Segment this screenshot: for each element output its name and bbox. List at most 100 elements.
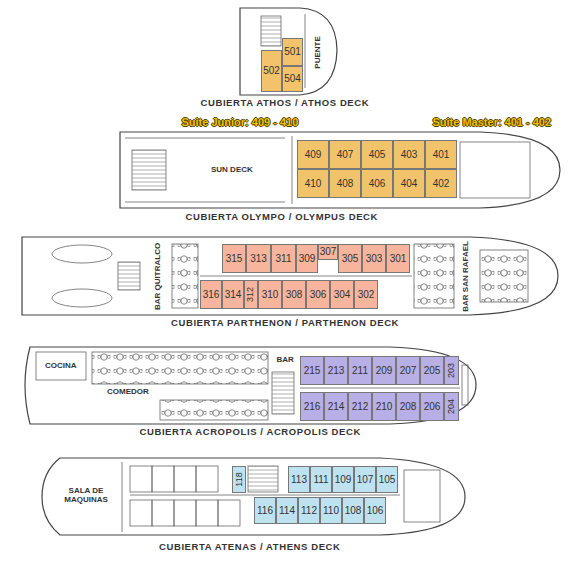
cabin-box: 112 <box>298 497 320 524</box>
cabin-number: 504 <box>284 74 301 84</box>
cabin-number: 401 <box>433 150 450 160</box>
deck-name: CUBIERTA ATENAS / ATHENS DECK <box>159 542 341 552</box>
cabin-box: 211 <box>348 356 372 385</box>
area-label: BAR QUITRALCO <box>154 241 163 310</box>
cabin-box: 206 <box>420 392 444 421</box>
cabin-box: 407 <box>329 140 361 169</box>
cabin-number: 107 <box>357 475 374 485</box>
cabin-box: 213 <box>324 356 348 385</box>
parthenon-stair <box>118 262 140 290</box>
deck-name: CUBIERTA OLYMPO / OLYMPUS DECK <box>186 212 379 222</box>
cabin-number: 114 <box>279 506 295 516</box>
cabin-box: 308 <box>282 280 306 309</box>
olympus-stair <box>132 150 166 190</box>
cabin-number: 502 <box>263 66 280 76</box>
cabin-number: 110 <box>323 506 339 516</box>
cabin-box: 209 <box>372 356 396 385</box>
cabin-number: 306 <box>310 290 327 300</box>
athos-hull <box>240 8 337 95</box>
crew-cabins <box>130 466 240 526</box>
acropolis-stair <box>272 372 294 414</box>
bridge-label: PUENTE <box>314 35 323 69</box>
cabin-box: 107 <box>354 466 376 493</box>
cabin-number: 212 <box>352 402 369 412</box>
cabin-box: 501 <box>282 38 303 66</box>
cabin-number: 105 <box>379 475 396 485</box>
cabin-box: 205 <box>420 356 444 385</box>
cabin-number: 315 <box>226 254 243 264</box>
cabin-box: 402 <box>425 169 457 198</box>
cabin-number: 210 <box>376 402 393 412</box>
cabin-box: 307 <box>318 244 338 260</box>
dining-tables <box>160 400 268 420</box>
cabin-number: 314 <box>225 290 242 300</box>
deck-name: CUBIERTA ATHOS / ATHOS DECK <box>201 98 370 108</box>
parthenon-hull <box>22 237 558 315</box>
cabin-box: 316 <box>200 280 222 309</box>
lounge-tables <box>414 244 454 308</box>
cabin-number: 113 <box>291 475 307 485</box>
cabin-box: 208 <box>396 392 420 421</box>
cabin-box: 207 <box>396 356 420 385</box>
cabin-box: 203 <box>444 356 459 385</box>
cabin-number: 404 <box>401 179 418 189</box>
cabin-number: 313 <box>250 254 267 264</box>
cabin-number: 118 <box>235 472 244 486</box>
lounge-tables <box>480 250 528 302</box>
olympus-hull <box>120 132 560 208</box>
area-label: BAR <box>276 356 295 365</box>
cabin-box: 405 <box>361 140 393 169</box>
cabin-box: 311 <box>271 244 296 273</box>
cabin-box: 312 <box>244 280 258 309</box>
deck-name: CUBIERTA ACROPOLIS / ACROPOLIS DECK <box>140 427 361 437</box>
suite-note: Suite Junior: 409 - 410 <box>182 116 299 128</box>
cabin-box: 106 <box>364 497 386 524</box>
cabin-number: 501 <box>284 47 301 57</box>
cabin-number: 310 <box>262 290 279 300</box>
cabin-number: 302 <box>358 290 375 300</box>
cabin-box: 306 <box>306 280 330 309</box>
parthenon-corridor <box>200 276 412 277</box>
cabin-box: 404 <box>393 169 425 198</box>
olympus-bow-room <box>460 142 530 198</box>
cabin-box: 113 <box>288 466 310 493</box>
cabin-box: 118 <box>232 466 246 493</box>
cabin-box: 110 <box>320 497 342 524</box>
cabin-box: 212 <box>348 392 372 421</box>
cabin-box: 406 <box>361 169 393 198</box>
cabin-number: 403 <box>401 150 418 160</box>
cabin-number: 112 <box>301 506 317 516</box>
area-label: COCINA <box>44 362 78 371</box>
cabin-number: 311 <box>276 254 292 264</box>
cabin-box: 305 <box>338 244 362 273</box>
area-label: SALA DE MAQUINAS <box>60 487 112 505</box>
cabin-box: 504 <box>282 66 303 92</box>
engine-room-wall <box>122 462 123 532</box>
cabin-number: 216 <box>304 402 321 412</box>
cabin-box: 215 <box>300 356 324 385</box>
cabin-number: 305 <box>342 254 359 264</box>
cabin-number: 406 <box>369 179 386 189</box>
lifeboat <box>52 289 112 307</box>
cabin-number: 106 <box>367 506 384 516</box>
cabin-box: 302 <box>354 280 378 309</box>
cabin-box: 108 <box>342 497 364 524</box>
cabin-box: 313 <box>246 244 271 273</box>
cabin-number: 108 <box>345 506 362 516</box>
cabin-box: 309 <box>296 244 318 273</box>
cabin-number: 215 <box>304 366 321 376</box>
area-label: COMEDOR <box>106 388 150 397</box>
athos-bridge <box>305 14 306 88</box>
lifeboat <box>52 245 112 263</box>
cabin-box: 111 <box>310 466 332 493</box>
cabin-number: 301 <box>390 254 407 264</box>
cabin-number: 116 <box>257 506 273 516</box>
acropolis-hull <box>25 347 476 424</box>
cabin-number: 208 <box>400 402 417 412</box>
cabin-box: 105 <box>376 466 398 493</box>
cabin-number: 111 <box>313 475 328 485</box>
cabin-box: 214 <box>324 392 348 421</box>
athens-stair <box>248 466 278 492</box>
cabin-box: 409 <box>297 140 329 169</box>
acropolis-bow-room <box>462 365 468 405</box>
